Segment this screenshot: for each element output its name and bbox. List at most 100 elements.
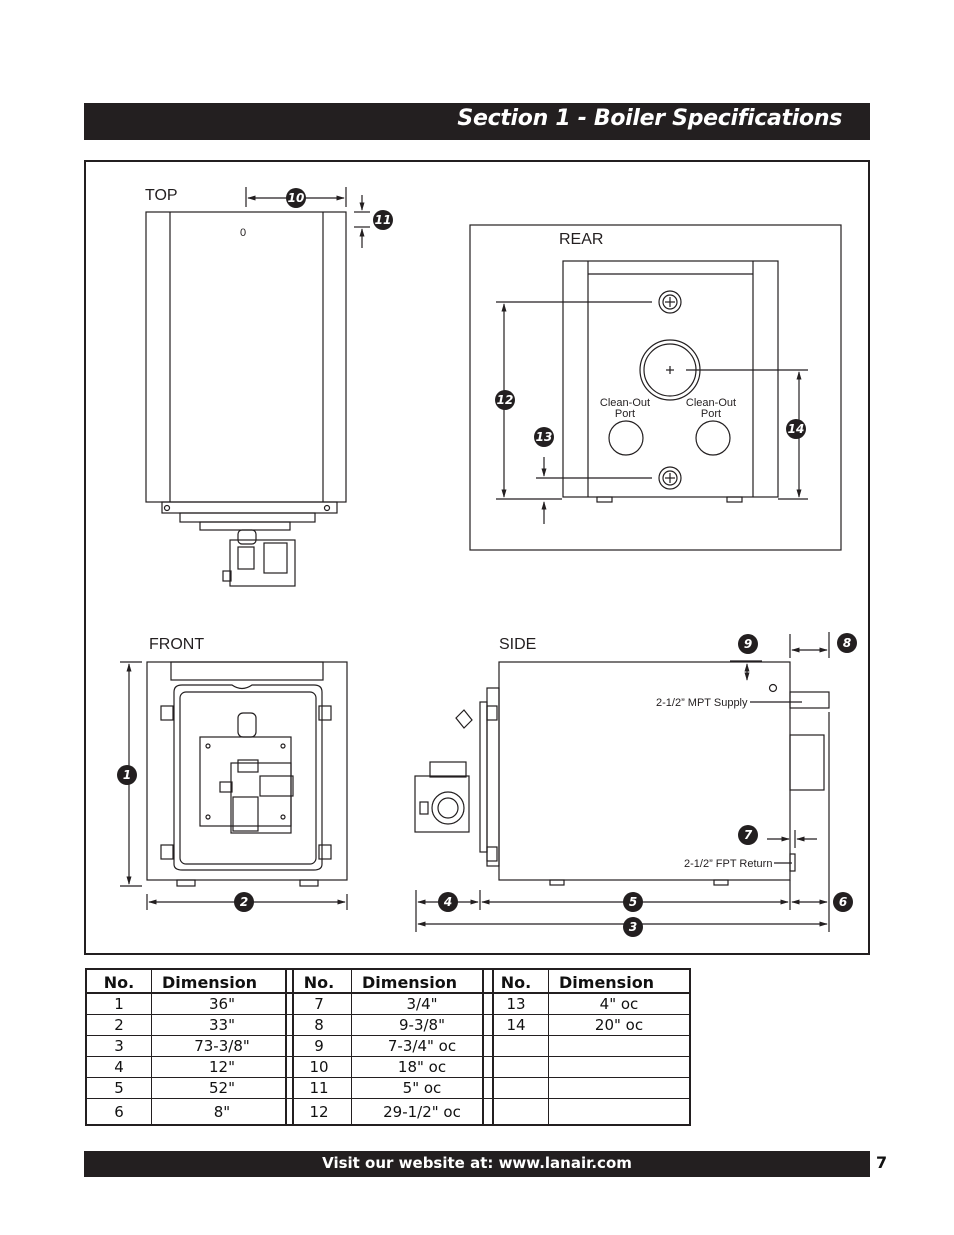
svg-text:5: 5: [629, 895, 637, 909]
cell-no: 5: [86, 1077, 152, 1099]
callout-10: 10: [286, 188, 306, 208]
callout-11: 11: [373, 210, 393, 230]
column-header-dimension: Dimension: [351, 969, 493, 994]
cell-no: 8: [286, 1014, 352, 1036]
cell-no: [483, 1098, 549, 1125]
cell-dimension: [548, 1077, 690, 1099]
clean-out-port-right-line2: Port: [701, 408, 721, 420]
cell-no: 6: [86, 1098, 152, 1125]
cell-dimension: 9-3/8": [351, 1014, 493, 1036]
svg-text:9: 9: [744, 637, 752, 651]
cell-no: 11: [286, 1077, 352, 1099]
svg-text:1: 1: [123, 768, 131, 782]
cell-dimension: 8": [213, 1102, 231, 1121]
side-view-label: SIDE: [499, 636, 536, 653]
cell-dimension: 73-3/8": [151, 1035, 293, 1057]
return-label: 2-1/2” FPT Return: [684, 858, 772, 870]
svg-text:4: 4: [443, 895, 452, 909]
table-row: 12 29-1/2" oc: [286, 1098, 493, 1125]
callout-6: 6: [833, 892, 853, 912]
cell-dimension: [548, 1056, 690, 1078]
callout-3: 3: [623, 917, 643, 937]
top-view-label: TOP: [145, 187, 178, 204]
cell-dimension: 29-1/2" oc: [383, 1102, 461, 1121]
cell-dimension: [548, 1035, 690, 1057]
cell-no: 4: [86, 1056, 152, 1078]
footer-bar: Visit our website at: www.lanair.com: [84, 1151, 870, 1177]
svg-text:7: 7: [744, 828, 753, 842]
callout-8: 8: [837, 633, 857, 653]
dimension-callouts: 1 2 3 4 5 6 7 8 9 10 11 12 13 14: [117, 188, 857, 937]
cell-no: 3: [86, 1035, 152, 1057]
callout-5: 5: [623, 892, 643, 912]
column-header-no: No.: [286, 969, 352, 994]
cell-dimension: 12": [151, 1056, 293, 1078]
svg-text:2: 2: [240, 895, 248, 909]
cell-no: 10: [286, 1056, 352, 1078]
svg-text:12: 12: [497, 393, 514, 407]
table-row: [483, 1035, 690, 1057]
side-view: SIDE 2-1/2” MPT Supply 2-1/2” FPT Return: [414, 632, 830, 932]
boiler-dimension-drawing: TOP 0 REAR: [84, 160, 870, 955]
top-marking: 0: [240, 227, 246, 239]
cell-dimension: 36": [151, 993, 293, 1015]
svg-text:10: 10: [288, 191, 305, 205]
cell-dimension: 52": [151, 1077, 293, 1099]
column-header-dimension: Dimension: [548, 969, 690, 994]
cell-no: [483, 1035, 549, 1057]
table-header-row: No. Dimension: [86, 969, 293, 994]
section-title: Section 1 - Boiler Specifications: [457, 106, 842, 131]
column-header-no: No.: [86, 969, 152, 994]
callout-13: 13: [534, 427, 554, 447]
cell-no: 1: [86, 993, 152, 1015]
table-header-row: No. Dimension: [286, 969, 493, 994]
callout-12: 12: [495, 390, 515, 410]
callout-4: 4: [438, 892, 458, 912]
table-header-row: No. Dimension: [483, 969, 690, 994]
svg-text:13: 13: [536, 430, 553, 444]
svg-text:3: 3: [629, 920, 637, 934]
table-row: 6 8": [86, 1098, 293, 1125]
svg-text:6: 6: [839, 895, 847, 909]
cell-no: 7: [286, 993, 352, 1015]
cell-no: [483, 1077, 549, 1099]
drawing-svg: TOP 0 REAR: [117, 187, 857, 937]
table-row: [483, 1056, 690, 1078]
front-view-label: FRONT: [149, 636, 204, 653]
cell-dimension: 20" oc: [548, 1014, 690, 1036]
callout-14: 14: [786, 419, 806, 439]
clean-out-port-left-line1: Clean-Out: [600, 397, 650, 409]
svg-text:14: 14: [788, 422, 805, 436]
clean-out-port-right-line1: Clean-Out: [686, 397, 736, 409]
callout-2: 2: [234, 892, 254, 912]
cell-no: [483, 1056, 549, 1078]
cell-no: 12: [286, 1098, 352, 1125]
callout-7: 7: [738, 825, 758, 845]
cell-no: 2: [86, 1014, 152, 1036]
table-row: [483, 1077, 690, 1099]
rear-view: REAR Clean-Out Port Clean-Out Port: [469, 224, 842, 551]
section-header-bar: Section 1 - Boiler Specifications: [84, 103, 870, 140]
page-number: 7: [876, 1153, 888, 1172]
top-view: TOP 0: [145, 187, 370, 587]
front-view: FRONT: [120, 636, 348, 910]
cell-dimension: 3/4": [351, 993, 493, 1015]
column-header-dimension: Dimension: [151, 969, 293, 994]
supply-label: 2-1/2” MPT Supply: [656, 697, 748, 709]
callout-9: 9: [738, 634, 758, 654]
svg-text:8: 8: [843, 636, 851, 650]
footer-website-text: Visit our website at: www.lanair.com: [322, 1154, 632, 1172]
callout-1: 1: [117, 765, 137, 785]
cell-dimension: 5" oc: [351, 1077, 493, 1099]
